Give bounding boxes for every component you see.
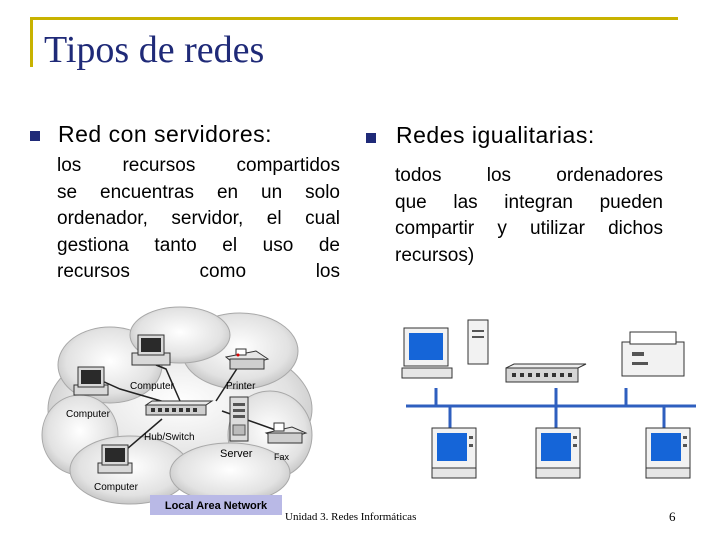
tower-icon	[468, 320, 488, 364]
server-icon	[230, 397, 248, 441]
label-server: Server	[220, 448, 253, 460]
computer-icon	[646, 428, 690, 478]
left-line: los recursos compartidos	[57, 153, 340, 180]
label-fax: Fax	[274, 452, 290, 462]
title-frame-top	[32, 17, 678, 20]
label-computer-left: Computer	[66, 409, 111, 420]
right-line: que las integran pueden	[395, 190, 663, 217]
hub-switch-icon	[146, 401, 212, 415]
computer-icon	[132, 335, 170, 365]
page-number: 6	[669, 509, 676, 525]
label-computer-top: Computer	[130, 381, 175, 392]
left-line: se encuentras en un solo	[57, 180, 340, 207]
left-heading: Red con servidores:	[58, 121, 272, 148]
network-bus	[406, 388, 696, 428]
right-heading: Redes igualitarias:	[396, 122, 595, 149]
left-line: recursos como los	[57, 259, 340, 286]
right-line: compartir y utilizar dichos	[395, 216, 663, 243]
lan-diagram: Computer Printer Computer Hub/Switch Ser…	[40, 305, 320, 517]
computer-icon	[74, 367, 108, 395]
lan-banner-label: Local Area Network	[165, 500, 268, 512]
computer-icon	[402, 328, 452, 378]
footer-text: Unidad 3. Redes Informáticas	[285, 511, 416, 523]
label-hub: Hub/Switch	[144, 432, 195, 443]
hub-icon	[506, 364, 586, 382]
left-line: gestiona tanto el uso de	[57, 233, 340, 260]
left-line: ordenador, servidor, el cual	[57, 206, 340, 233]
label-computer-bottom: Computer	[94, 482, 139, 493]
computer-icon	[536, 428, 580, 478]
label-printer: Printer	[226, 381, 256, 392]
computer-icon	[432, 428, 476, 478]
printer-icon	[622, 332, 684, 376]
right-line: todos los ordenadores	[395, 163, 663, 190]
slide-title: Tipos de redes	[44, 28, 264, 72]
computer-icon	[98, 445, 132, 473]
right-line: recursos)	[395, 243, 663, 270]
bullet-left	[30, 131, 40, 141]
bullet-right	[366, 133, 376, 143]
title-frame-left	[30, 17, 33, 67]
peer-network-diagram	[396, 318, 712, 498]
